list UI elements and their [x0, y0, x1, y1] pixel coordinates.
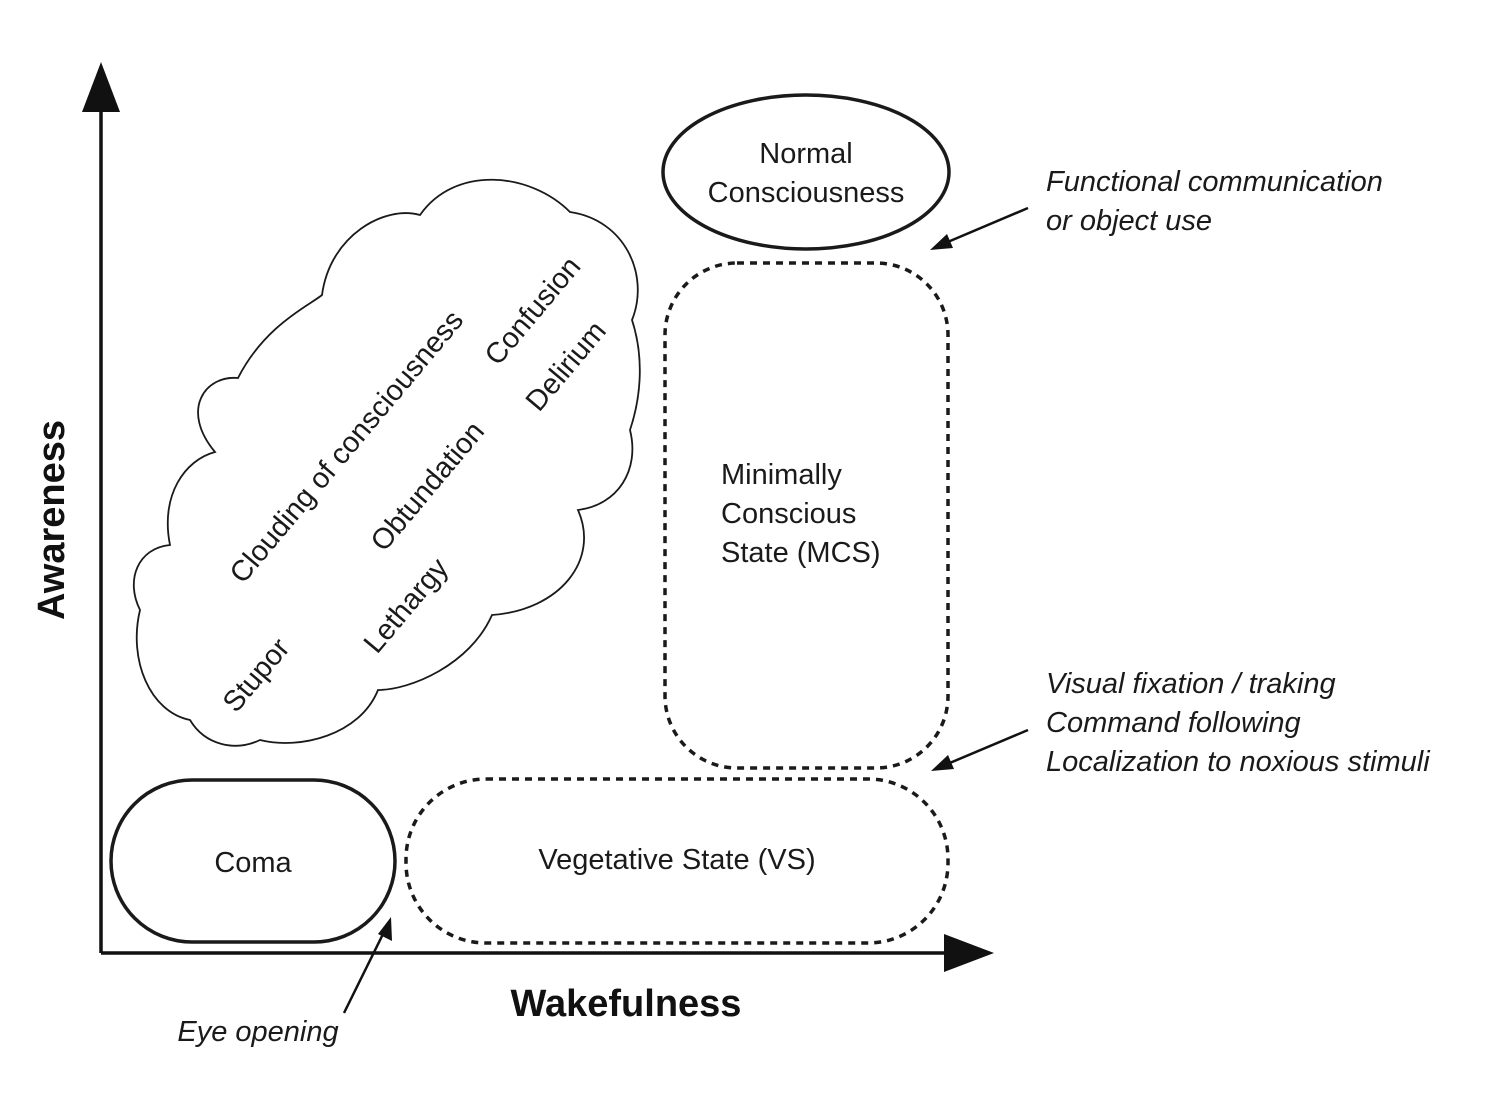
y-axis-arrowhead — [82, 62, 120, 112]
x-axis-title: Wakefulness — [511, 983, 742, 1025]
arrow-to-mcs — [931, 728, 1029, 771]
normal-label-line-2: Consciousness — [708, 177, 905, 209]
altered-consciousness-cloud — [132, 178, 641, 747]
normal-consciousness-shape — [661, 93, 951, 251]
note-to-mcs-line-3: Localization to noxious stimuli — [1046, 746, 1431, 778]
note-to-normal-line-2: or object use — [1046, 205, 1212, 237]
vegetative-state-label: Vegetative State (VS) — [538, 844, 815, 876]
arrow-to-normal — [930, 206, 1029, 250]
mcs-label-line-3: State (MCS) — [721, 537, 881, 569]
x-axis-arrowhead — [944, 934, 994, 972]
note-to-normal-line-1: Functional communication — [1046, 166, 1383, 198]
arrow-to-vs — [342, 917, 392, 1014]
coma-shape — [109, 778, 397, 944]
vegetative-state-shape — [404, 777, 950, 945]
note-to-mcs-line-1: Visual fixation / traking — [1046, 668, 1336, 700]
mcs-label-line-1: Minimally — [721, 459, 842, 491]
mcs-label-line-2: Conscious — [721, 498, 856, 530]
note-to-vs: Eye opening — [177, 1016, 338, 1048]
note-to-mcs-line-2: Command following — [1046, 707, 1301, 739]
mcs-shape — [663, 261, 950, 770]
coma-label: Coma — [214, 847, 292, 879]
y-axis-title: Awareness — [31, 420, 73, 620]
normal-label-line-1: Normal — [759, 138, 852, 170]
